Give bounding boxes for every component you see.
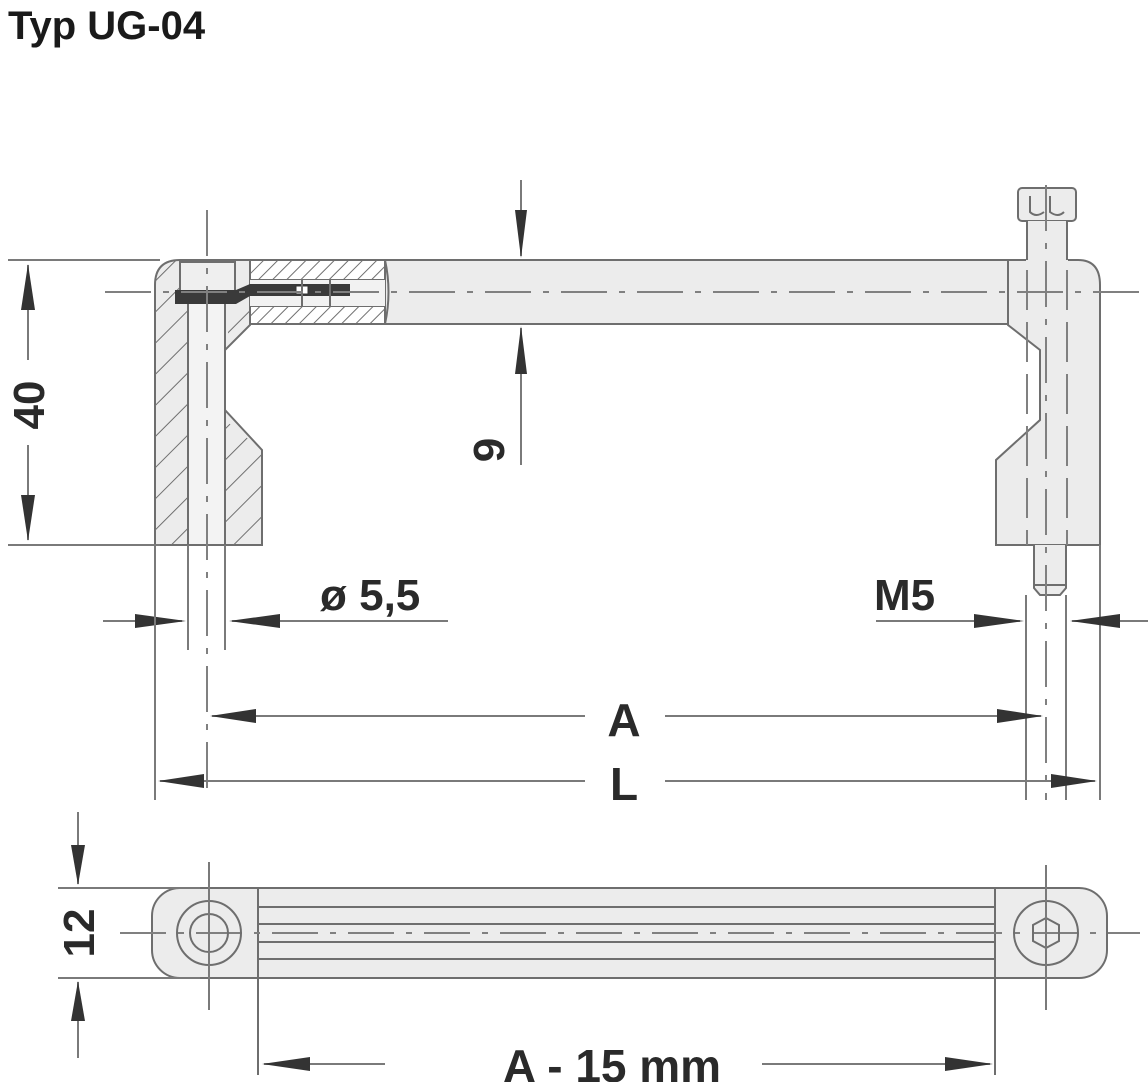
side-view [105, 185, 1140, 800]
dimension-bar-thickness: 9 [465, 180, 527, 465]
dimension-overall-length: L [158, 758, 1097, 810]
dim-grip-label: A - 15 mm [503, 1040, 721, 1082]
top-view [120, 862, 1140, 1075]
dimension-width: 12 [55, 812, 200, 1058]
dimension-hole-diameter: ø 5,5 [103, 545, 448, 650]
dim-thickness-label: 9 [465, 438, 514, 462]
dimension-thread: M5 [874, 545, 1148, 800]
dim-hole-label: ø 5,5 [320, 571, 420, 620]
dim-l-label: L [610, 758, 638, 810]
dim-a-label: A [607, 694, 640, 746]
right-leg [995, 259, 1101, 546]
dimension-center-distance: A [154, 545, 1043, 800]
dimension-height: 40 [5, 259, 160, 546]
threaded-stud [1033, 545, 1067, 596]
dim-height-label: 40 [5, 381, 54, 430]
dim-width-label: 12 [55, 909, 104, 958]
dimension-grip-length: A - 15 mm [262, 1040, 993, 1082]
dim-thread-label: M5 [874, 571, 935, 620]
drawing-title: Typ UG-04 [8, 4, 206, 48]
